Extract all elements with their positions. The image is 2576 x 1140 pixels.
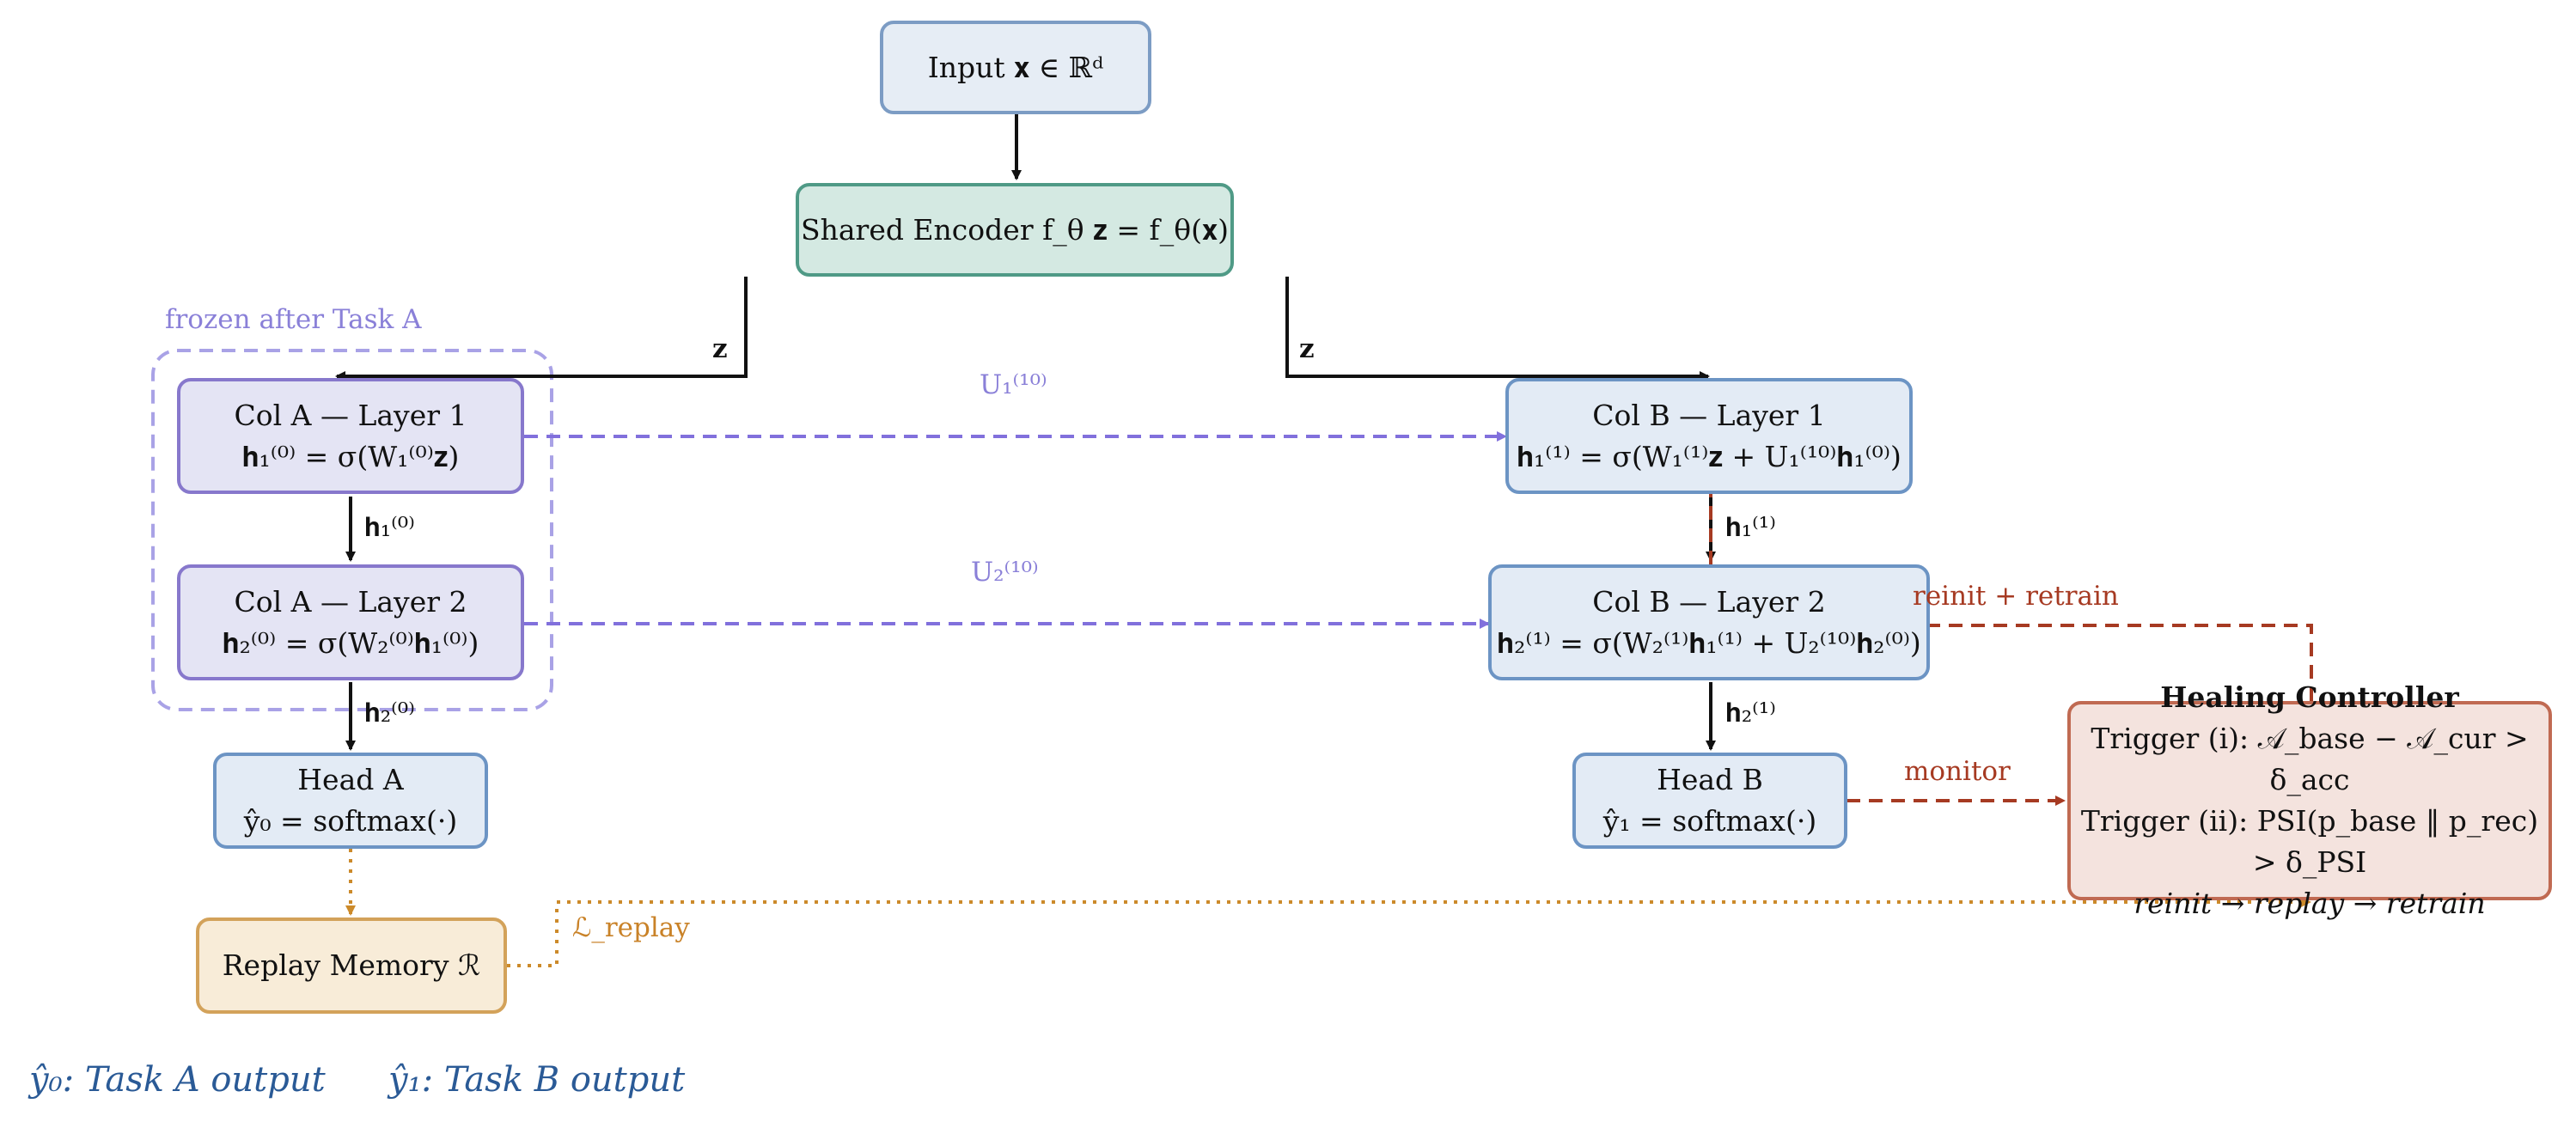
col-b-layer1-title: Col B — Layer 1 xyxy=(1592,398,1826,432)
lateral-u2-label: U₂⁽¹⁰⁾ xyxy=(971,557,1039,588)
head-a-equation: ŷ₀ = softmax(·) xyxy=(243,804,458,838)
frozen-group-label: frozen after Task A xyxy=(165,304,422,335)
col-b-layer2-title: Col B — Layer 2 xyxy=(1592,584,1826,619)
h1-a-label: 𝐡₁⁽⁰⁾ xyxy=(364,512,415,543)
head-b-node: Head B ŷ₁ = softmax(·) xyxy=(1572,753,1847,849)
col-a-layer1-equation: 𝐡₁⁽⁰⁾ = σ(W₁⁽⁰⁾𝐳) xyxy=(241,439,460,473)
monitor-label: monitor xyxy=(1904,756,2011,787)
arrow-encoder-to-col-a xyxy=(335,277,748,381)
arrow-encoder-to-col-b xyxy=(1285,277,1710,381)
col-a-layer2-equation: 𝐡₂⁽⁰⁾ = σ(W₂⁽⁰⁾𝐡₁⁽⁰⁾) xyxy=(222,625,479,660)
legend-task-b-output: ŷ₁: Task B output xyxy=(388,1060,686,1100)
col-a-layer1-title: Col A — Layer 1 xyxy=(234,398,467,432)
input-node-label: Input 𝐱 ∈ ℝᵈ xyxy=(927,50,1104,84)
z-label-left: 𝐳 xyxy=(712,333,728,364)
replay-loss-arrow xyxy=(507,897,2311,967)
replay-loss-label: ℒ_replay xyxy=(572,912,690,943)
replay-memory-label: Replay Memory ℛ xyxy=(222,948,481,983)
replay-memory-node: Replay Memory ℛ xyxy=(196,917,507,1014)
z-label-right: 𝐳 xyxy=(1299,333,1315,364)
h2-b-label: 𝐡₂⁽¹⁾ xyxy=(1725,698,1776,729)
col-b-layer2-node: Col B — Layer 2 𝐡₂⁽¹⁾ = σ(W₂⁽¹⁾𝐡₁⁽¹⁾ + U… xyxy=(1488,564,1930,680)
head-a-node: Head A ŷ₀ = softmax(·) xyxy=(213,753,488,849)
healing-sequence: reinit → replay → retrain xyxy=(2133,886,2486,920)
head-b-equation: ŷ₁ = softmax(·) xyxy=(1602,804,1817,838)
lateral-u1-label: U₁⁽¹⁰⁾ xyxy=(980,369,1047,400)
h2-a-label: 𝐡₂⁽⁰⁾ xyxy=(364,698,415,729)
col-b-layer2-equation: 𝐡₂⁽¹⁾ = σ(W₂⁽¹⁾𝐡₁⁽¹⁾ + U₂⁽¹⁰⁾𝐡₂⁽⁰⁾) xyxy=(1497,625,1921,660)
h1-b-label: 𝐡₁⁽¹⁾ xyxy=(1725,512,1776,543)
shared-encoder-label: Shared Encoder f_θ 𝐳 = f_θ(𝐱) xyxy=(801,212,1229,247)
shared-encoder-node: Shared Encoder f_θ 𝐳 = f_θ(𝐱) xyxy=(796,183,1234,277)
col-b-layer1-equation: 𝐡₁⁽¹⁾ = σ(W₁⁽¹⁾𝐳 + U₁⁽¹⁰⁾𝐡₁⁽⁰⁾) xyxy=(1517,439,1901,473)
healing-controller-title: Healing Controller xyxy=(2160,680,2459,715)
legend-task-a-output: ŷ₀: Task A output xyxy=(29,1060,326,1100)
head-b-title: Head B xyxy=(1657,763,1763,797)
col-a-layer2-node: Col A — Layer 2 𝐡₂⁽⁰⁾ = σ(W₂⁽⁰⁾𝐡₁⁽⁰⁾) xyxy=(177,564,524,680)
reinit-retrain-label: reinit + retrain xyxy=(1913,581,2119,612)
healing-trigger-1: Trigger (i): 𝒜_base − 𝒜_cur > δ_acc xyxy=(2091,722,2529,797)
frozen-group-border xyxy=(151,349,553,711)
col-b-layer1-node: Col B — Layer 1 𝐡₁⁽¹⁾ = σ(W₁⁽¹⁾𝐳 + U₁⁽¹⁰… xyxy=(1505,378,1913,494)
col-a-layer1-node: Col A — Layer 1 𝐡₁⁽⁰⁾ = σ(W₁⁽⁰⁾𝐳) xyxy=(177,378,524,494)
healing-trigger-2: Trigger (ii): PSI(p_base ‖ p_rec) > δ_PS… xyxy=(2080,804,2539,879)
head-a-title: Head A xyxy=(297,763,404,797)
healing-controller-node: Healing Controller Trigger (i): 𝒜_base −… xyxy=(2067,680,2552,920)
col-a-layer2-title: Col A — Layer 2 xyxy=(234,584,467,619)
input-node: Input 𝐱 ∈ ℝᵈ xyxy=(880,21,1151,114)
